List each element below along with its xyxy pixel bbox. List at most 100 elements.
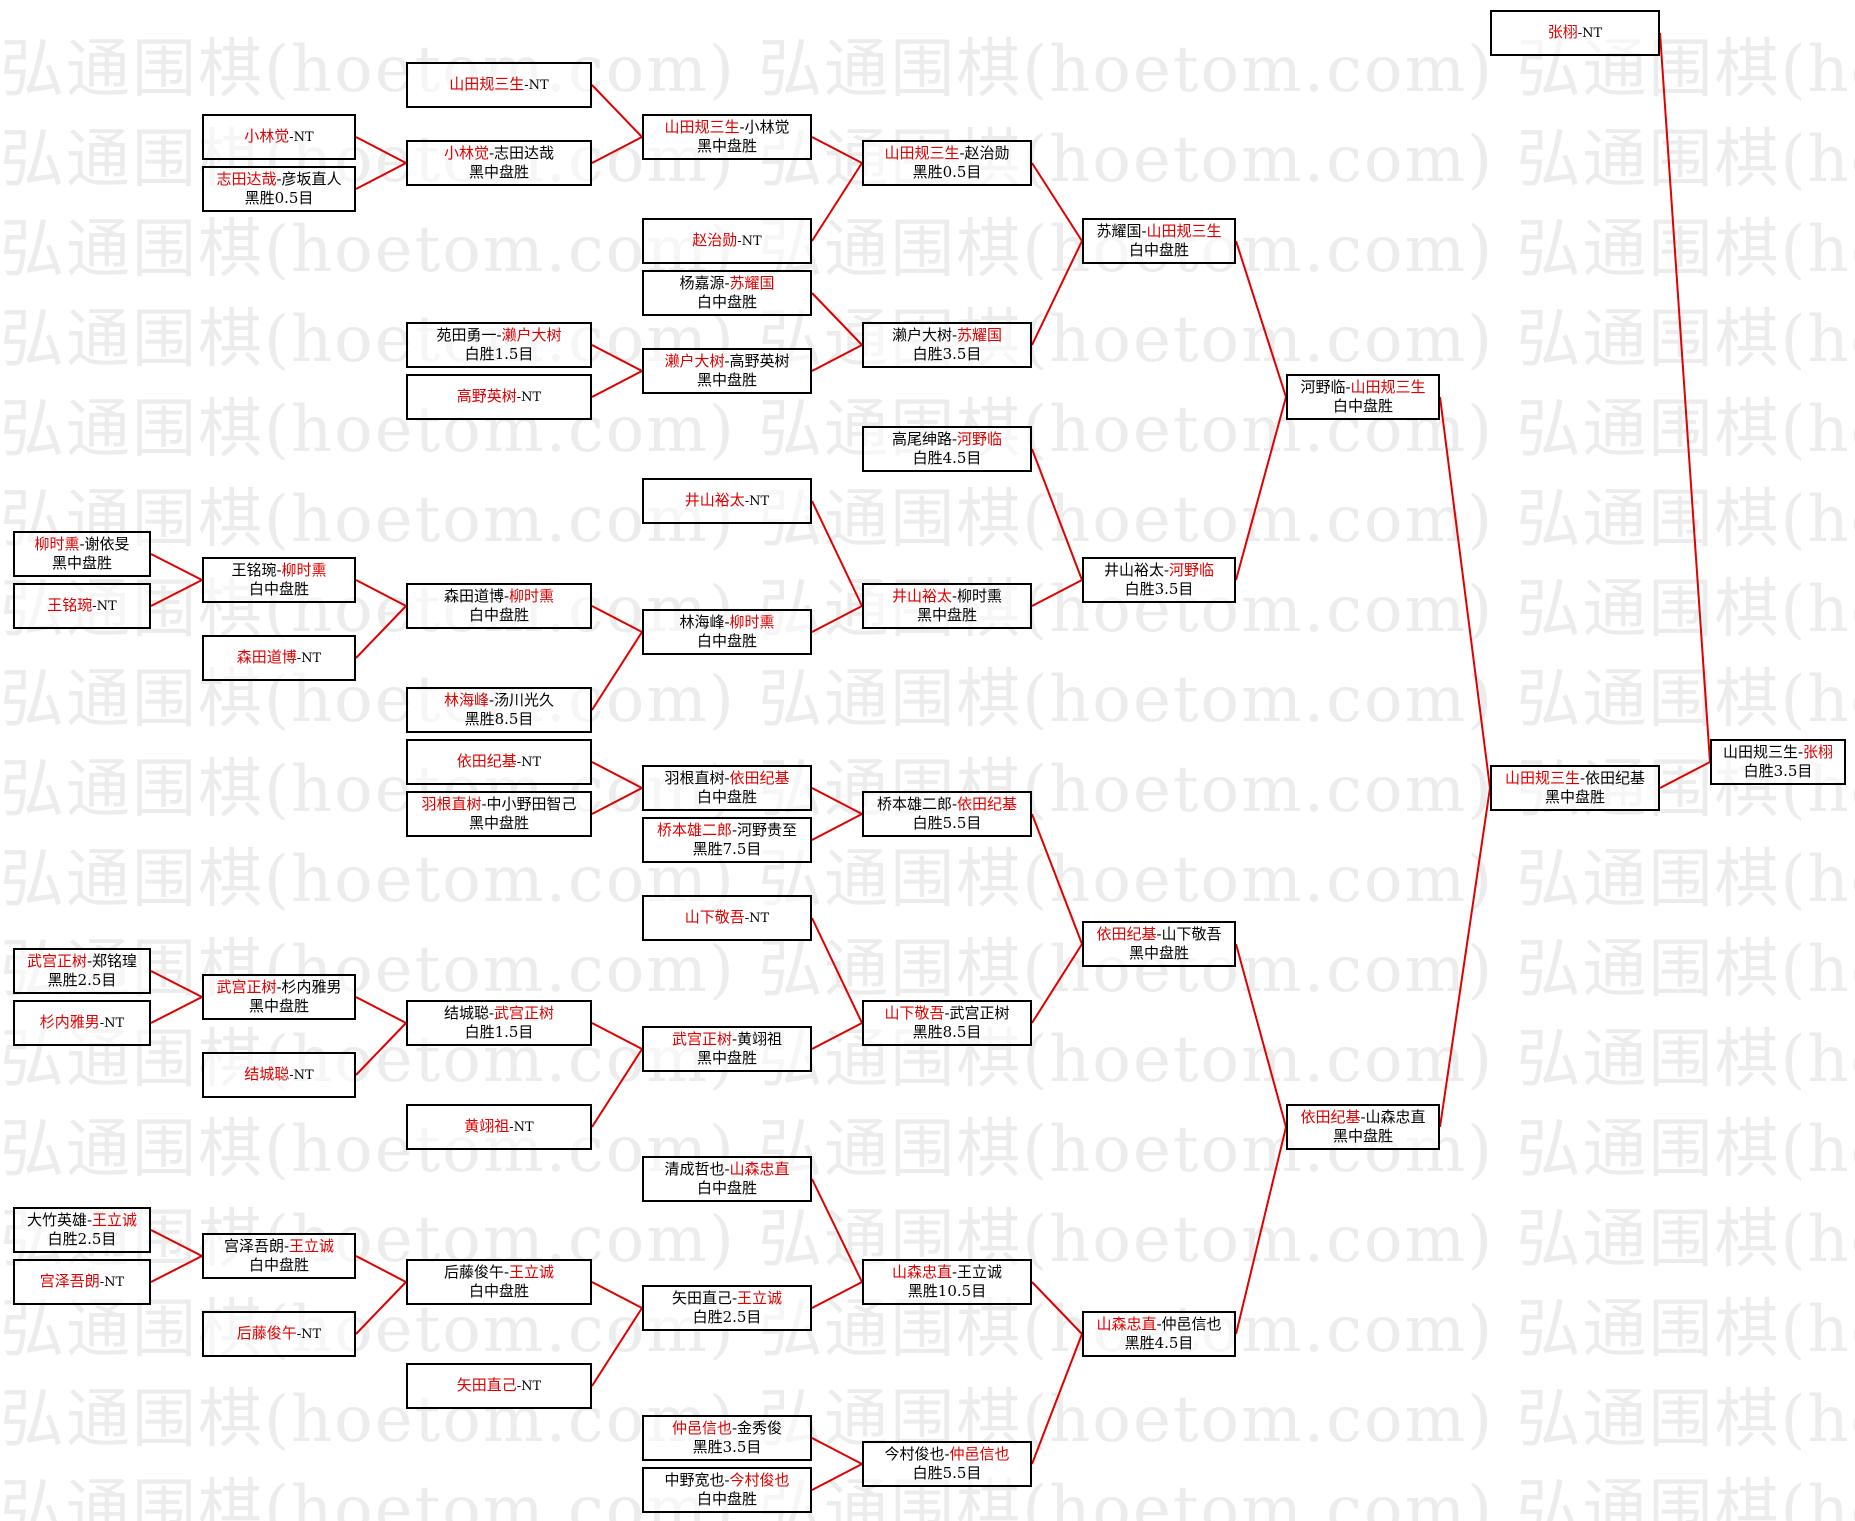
connector-r4-13-to-r5-8 bbox=[811, 1437, 863, 1465]
player-one: 宫泽吾朗 bbox=[223, 1237, 284, 1255]
player-two: 苏耀国 bbox=[957, 326, 1003, 344]
match-result: -NT bbox=[289, 1068, 314, 1083]
match-players: 中野宽也-今村俊也 bbox=[664, 1471, 789, 1490]
player-one: 濑户大树 bbox=[891, 326, 952, 344]
match-players: 张栩-NT bbox=[1548, 23, 1602, 43]
match-result: -NT bbox=[737, 234, 762, 249]
connector-r5-3-to-r6-2 bbox=[1031, 448, 1083, 581]
match-box-r5-2: 濑户大树-苏耀国白胜3.5目 bbox=[862, 322, 1032, 368]
match-players: 山下敬吾-NT bbox=[685, 908, 769, 928]
player-one: 濑户大树 bbox=[664, 352, 725, 370]
match-box-r4-3: 杨嘉源-苏耀国白中盘胜 bbox=[642, 270, 812, 316]
match-box-r4-4: 濑户大树-高野英树黑中盘胜 bbox=[642, 348, 812, 394]
match-result: 白中盘胜 bbox=[696, 1490, 757, 1508]
connector-r3-7-to-r4-7 bbox=[591, 761, 643, 789]
separator: - bbox=[1141, 222, 1147, 240]
match-box-r4-14: 中野宽也-今村俊也白中盘胜 bbox=[642, 1467, 812, 1513]
connector-r4-1-to-r5-1 bbox=[811, 136, 863, 164]
match-result: 黑中盘胜 bbox=[1332, 1127, 1393, 1145]
match-result: 白胜2.5目 bbox=[692, 1308, 762, 1326]
match-result: 黑中盘胜 bbox=[1128, 944, 1189, 962]
separator: - bbox=[86, 952, 93, 970]
match-box-r3-2: 小林觉-志田达哉黑中盘胜 bbox=[406, 140, 592, 186]
player-two: 山森忠直 bbox=[729, 1160, 790, 1178]
match-box-r5-5: 桥本雄二郎-依田纪基白胜5.5目 bbox=[862, 791, 1032, 837]
match-players: 今村俊也-仲邑信也 bbox=[884, 1445, 1009, 1464]
match-players: 羽根直树-中小野田智己 bbox=[421, 795, 576, 814]
match-result: 黑中盘胜 bbox=[1544, 788, 1605, 806]
match-result: 黑中盘胜 bbox=[51, 554, 112, 572]
connector-r3-8-to-r4-7 bbox=[591, 787, 643, 815]
match-players: 黄翊祖-NT bbox=[464, 1117, 533, 1137]
match-players: 井山裕太-河野临 bbox=[1104, 561, 1214, 580]
connector-r4-4-to-r5-2 bbox=[811, 344, 863, 372]
match-box-r6-1: 苏耀国-山田规三生白中盘胜 bbox=[1082, 218, 1236, 264]
separator: - bbox=[1579, 769, 1586, 787]
player-two: 彦坂直人 bbox=[281, 170, 342, 188]
match-box-r3-3: 苑田勇一-濑户大树白胜1.5目 bbox=[406, 322, 592, 368]
match-result: -NT bbox=[1577, 26, 1603, 41]
player-one: 山田规三生 bbox=[1722, 743, 1798, 761]
match-players: 濑户大树-高野英树 bbox=[664, 352, 789, 371]
separator: - bbox=[276, 978, 282, 996]
connector-r6-1-to-r7-1 bbox=[1235, 240, 1287, 398]
separator: - bbox=[488, 144, 495, 162]
connector-r4-8-to-r5-5 bbox=[811, 813, 863, 841]
player-two: 谢依旻 bbox=[84, 535, 130, 553]
separator: - bbox=[276, 170, 282, 188]
connector-r3-10-to-r4-10 bbox=[591, 1048, 643, 1128]
player-one: 仲邑信也 bbox=[671, 1419, 732, 1437]
match-players: 结城聪-NT bbox=[244, 1065, 313, 1085]
player-two: 柳时熏 bbox=[729, 613, 775, 631]
match-players: 林海峰-柳时熏 bbox=[679, 613, 774, 632]
match-box-r5-8: 今村俊也-仲邑信也白胜5.5目 bbox=[862, 1441, 1032, 1487]
connector-r1-4-to-r2-5 bbox=[150, 996, 203, 1024]
match-result: 黑胜2.5目 bbox=[47, 971, 117, 989]
separator: - bbox=[496, 326, 502, 344]
match-result: 白胜2.5目 bbox=[47, 1230, 117, 1248]
separator: - bbox=[488, 1004, 495, 1022]
player-one: 宫泽吾朗 bbox=[39, 1272, 100, 1290]
player-two: 河野贵至 bbox=[737, 821, 798, 839]
match-result: 白中盘胜 bbox=[248, 580, 309, 598]
match-box-r5-7: 山森忠直-王立诚黑胜10.5目 bbox=[862, 1259, 1032, 1305]
player-one: 井山裕太 bbox=[1103, 561, 1164, 579]
separator: - bbox=[1156, 1315, 1162, 1333]
match-players: 山田规三生-小林觉 bbox=[664, 118, 789, 137]
match-result: 黑胜8.5目 bbox=[464, 710, 534, 728]
connector-r7-2-to-r8-1 bbox=[1439, 787, 1491, 1128]
match-box-r3-8: 羽根直树-中小野田智己黑中盘胜 bbox=[406, 791, 592, 837]
match-result: 白中盘胜 bbox=[468, 606, 529, 624]
match-box-r2-7: 宫泽吾朗-王立诚白中盘胜 bbox=[202, 1233, 356, 1279]
match-result: -NT bbox=[296, 651, 322, 666]
match-box-r6-2: 井山裕太-河野临白胜3.5目 bbox=[1082, 557, 1236, 603]
match-box-r1-6: 宫泽吾朗-NT bbox=[13, 1259, 151, 1305]
match-result: 黑胜4.5目 bbox=[1124, 1334, 1194, 1352]
match-players: 后藤俊午-王立诚 bbox=[444, 1263, 554, 1282]
separator: - bbox=[724, 1160, 730, 1178]
player-one: 矢田直己 bbox=[671, 1289, 732, 1307]
separator: - bbox=[283, 1237, 290, 1255]
connector-r6-2-to-r7-1 bbox=[1235, 396, 1287, 581]
player-one: 小林觉 bbox=[244, 127, 290, 145]
match-result: -NT bbox=[99, 1016, 125, 1031]
connector-r6-3-to-r7-2 bbox=[1235, 943, 1287, 1128]
match-box-r5-3: 高尾绅路-河野临白胜4.5目 bbox=[862, 426, 1032, 472]
match-players: 后藤俊午-NT bbox=[237, 1324, 321, 1344]
player-two: 依田纪基 bbox=[1585, 769, 1646, 787]
match-players: 武宫正树-杉内雅男 bbox=[216, 978, 341, 997]
player-one: 山森忠直 bbox=[1096, 1315, 1157, 1333]
match-result: 黑中盘胜 bbox=[696, 1049, 757, 1067]
separator: - bbox=[731, 1030, 738, 1048]
connector-r3-12-to-r4-12 bbox=[591, 1307, 643, 1387]
player-two: 张栩 bbox=[1803, 743, 1834, 761]
match-players: 仲邑信也-金秀俊 bbox=[672, 1419, 782, 1438]
separator: - bbox=[276, 561, 282, 579]
match-players: 河野临-山田规三生 bbox=[1300, 378, 1425, 397]
connector-r5-6-to-r6-3 bbox=[1031, 943, 1083, 1024]
player-two: 中小野田智己 bbox=[486, 795, 577, 813]
match-result: 白胜1.5目 bbox=[464, 345, 534, 363]
connector-r2-1-to-r3-2 bbox=[355, 136, 407, 164]
player-two: 河野临 bbox=[1169, 561, 1215, 579]
